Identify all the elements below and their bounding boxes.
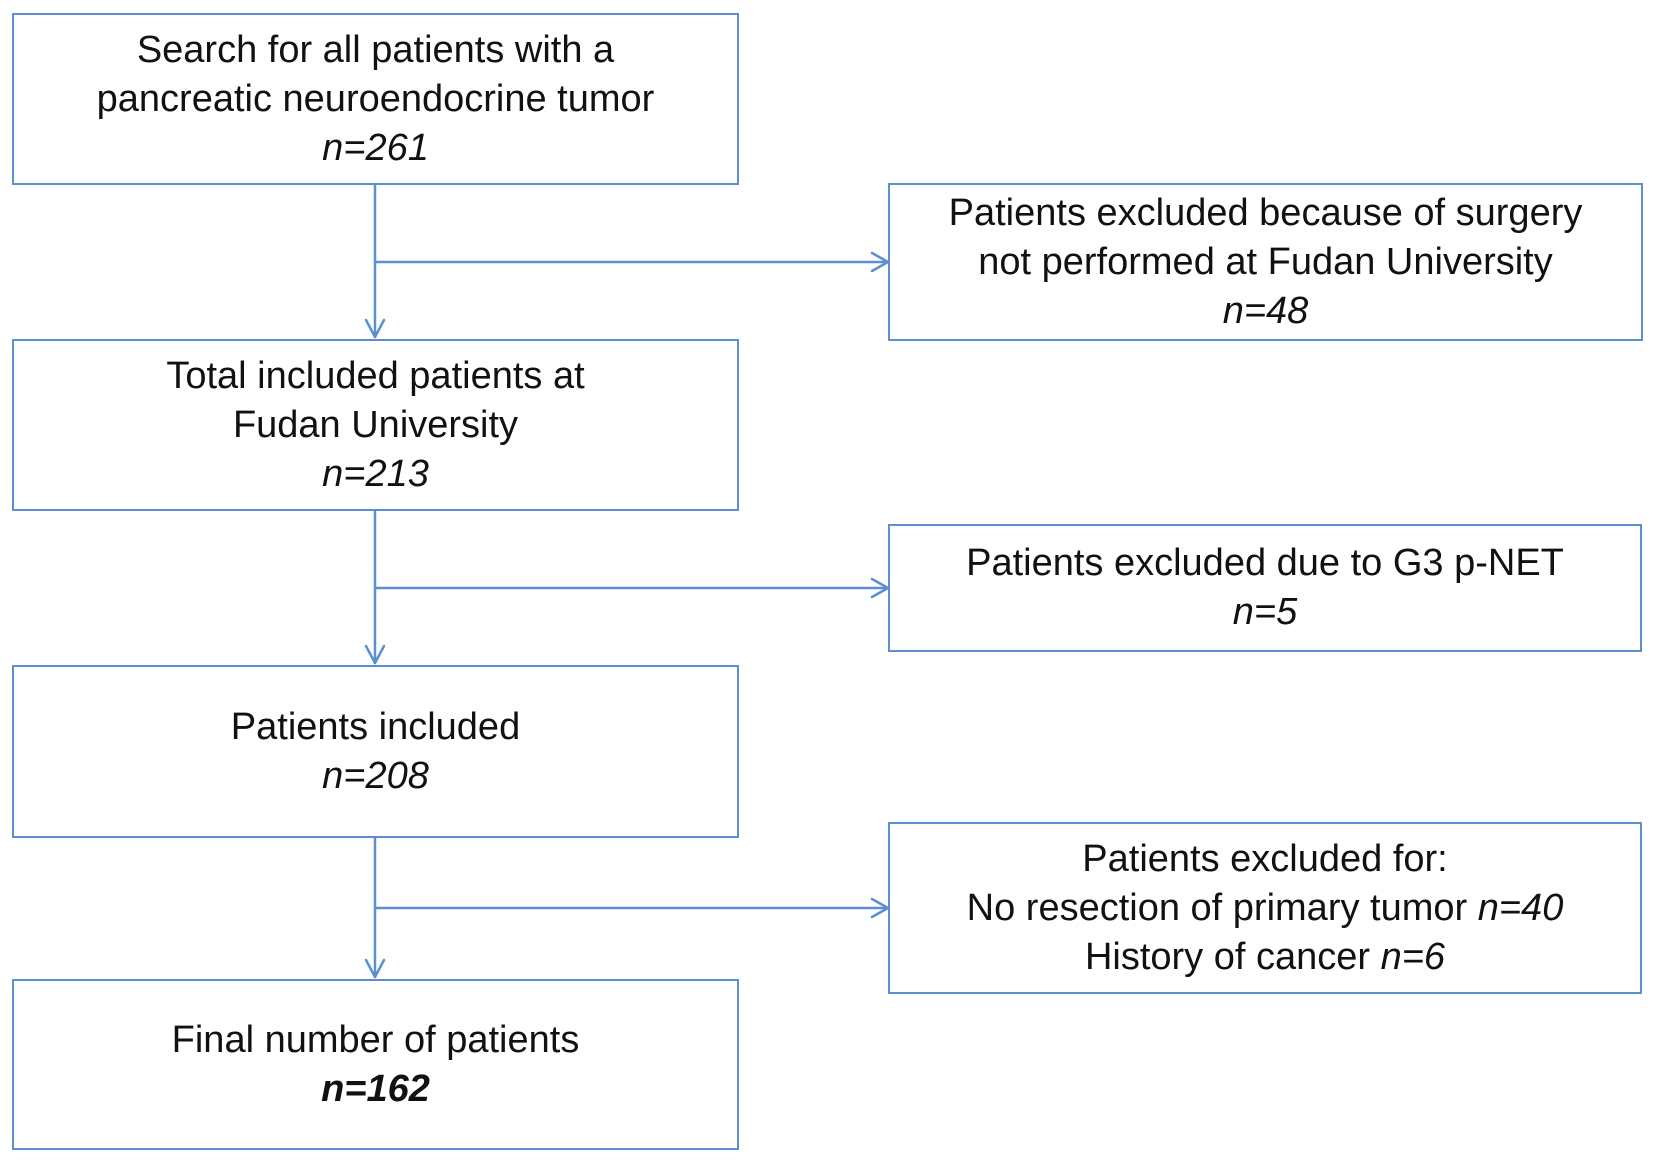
step-box-total-included: Total included patients at Fudan Univers…: [12, 339, 739, 511]
exclusion-text-line: not performed at Fudan University: [978, 240, 1553, 283]
step-text-line: Patients included: [230, 705, 521, 748]
exclusion-box-other: Patients excluded for: No resection of p…: [888, 822, 1642, 994]
excluded-count: n=40: [1477, 886, 1564, 929]
patient-count: n=208: [322, 754, 429, 797]
exclusion-text-line: Patients excluded due to G3 p-NET: [966, 542, 1564, 584]
step-text-line: Search for all patients with a: [136, 28, 615, 71]
excluded-count: n=48: [1222, 289, 1309, 332]
exclusion-item-label: History of cancer: [1084, 935, 1381, 978]
arrowhead-down-3: [364, 958, 386, 979]
step-box-search: Search for all patients with a pancreati…: [12, 13, 739, 185]
exclusion-item-history: History of cancer n=6: [1085, 933, 1445, 982]
step-text-line: Fudan University: [232, 403, 519, 446]
step-text-line: Final number of patients: [171, 1018, 580, 1061]
final-patient-count: n=162: [321, 1067, 430, 1110]
exclusion-text-line: Patients excluded because of surgery: [948, 191, 1583, 234]
arrowhead-down-1: [364, 318, 386, 339]
step-box-patients-included: Patients included n=208: [12, 665, 739, 838]
exclusion-item-no-resection: No resection of primary tumor n=40: [967, 884, 1564, 933]
exclusion-heading: Patients excluded for:: [1082, 837, 1448, 880]
excluded-count: n=6: [1380, 935, 1446, 978]
step-text-line: pancreatic neuroendocrine tumor: [96, 77, 655, 120]
exclusion-item-label: No resection of primary tumor: [966, 886, 1478, 929]
patient-count: n=213: [322, 452, 429, 495]
exclusion-box-surgery: Patients excluded because of surgery not…: [888, 183, 1643, 341]
exclusion-box-g3: Patients excluded due to G3 p-NET n=5: [888, 524, 1642, 652]
patient-count: n=261: [322, 126, 429, 169]
excluded-count: n=5: [1232, 591, 1298, 633]
step-box-final: Final number of patients n=162: [12, 979, 739, 1150]
step-text-line: Total included patients at: [166, 354, 585, 397]
arrowhead-down-2: [364, 644, 386, 665]
